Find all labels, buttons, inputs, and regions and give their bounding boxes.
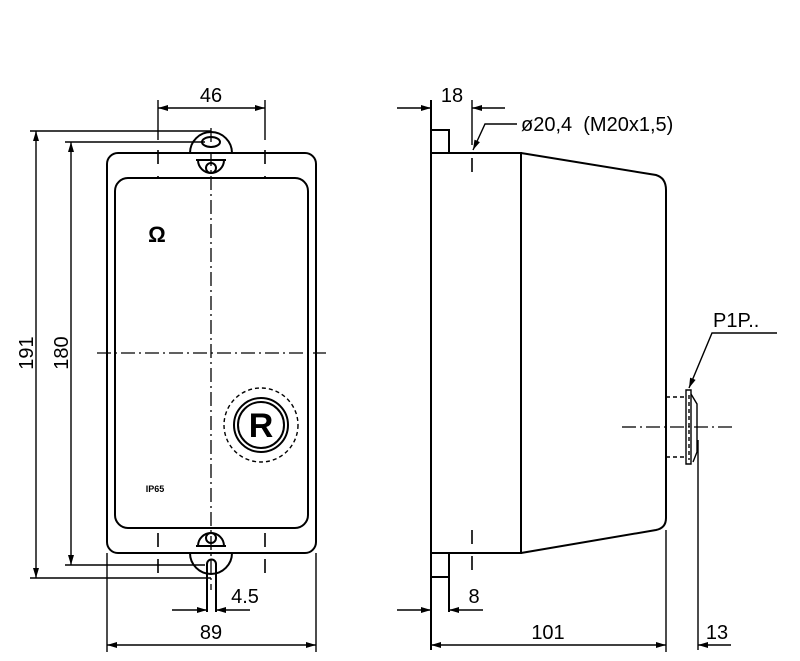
reset-button-letter: R	[249, 407, 274, 445]
cover-body	[520, 152, 667, 554]
dim-180: 180	[51, 336, 73, 369]
thread-size-label: ø20,4 (M20x1,5)	[521, 114, 673, 136]
top-flange	[431, 129, 450, 153]
dim-8: 8	[468, 586, 479, 608]
front-view: Ω IP65 R	[97, 128, 326, 612]
dim-191: 191	[16, 336, 38, 369]
dim-46: 46	[200, 85, 222, 107]
dim-13: 13	[706, 622, 728, 644]
bottom-flange	[431, 553, 450, 612]
reset-button: R	[223, 387, 299, 463]
pushbutton-part-label: P1P..	[713, 310, 759, 332]
dim-101: 101	[531, 622, 564, 644]
side-dimensions: 18 ø20,4 (M20x1,5) 8 101 13 P1P..	[397, 85, 777, 652]
omega-logo-icon: Ω	[148, 222, 166, 247]
bottom-slot	[206, 558, 217, 612]
dim-18: 18	[441, 85, 463, 107]
front-dimensions: 46 191 180 89 4.5	[16, 85, 317, 652]
base-body	[431, 152, 522, 554]
side-view	[430, 100, 736, 650]
ip-rating-label: IP65	[146, 484, 165, 494]
dim-89: 89	[200, 622, 222, 644]
pushbutton-side	[622, 389, 736, 650]
button-bezel-hidden	[223, 387, 299, 463]
dim-4-5: 4.5	[231, 586, 259, 608]
